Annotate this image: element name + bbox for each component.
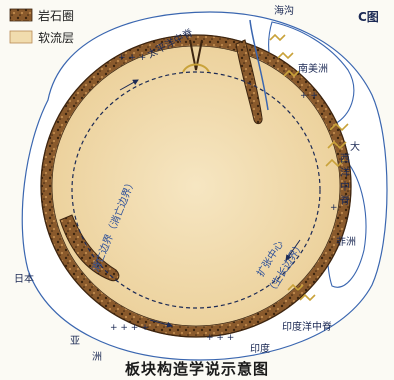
legend-rock-label: 岩石圈: [38, 8, 74, 23]
south-america-label: 南美洲: [298, 62, 328, 75]
figure-caption: 板块构造学说示意图: [0, 358, 394, 379]
svg-text:+ + +: + + +: [206, 333, 234, 343]
asia-label-1: 亚: [70, 336, 80, 347]
africa-label: 非洲: [336, 236, 356, 248]
trench-label: 海沟: [274, 4, 294, 17]
svg-text:+ + +: + + +: [118, 53, 146, 63]
legend-asthenosphere-label: 软流层: [38, 31, 74, 45]
atlantic-ridge-label-1: 大: [350, 140, 360, 153]
atlantic-ridge-label-4: 中: [340, 180, 350, 193]
svg-text:+: +: [330, 203, 338, 213]
japan-label: 日本: [14, 272, 34, 285]
figure-label: C图: [358, 10, 379, 24]
atlantic-ridge-label-2: 西: [340, 154, 350, 165]
indian-ocean-ridge-label: 印度洋中脊: [282, 320, 332, 333]
india-label: 印度: [250, 342, 270, 355]
svg-text:+ + + +: + + + +: [110, 323, 149, 333]
legend-asthenosphere-swatch: [10, 31, 32, 43]
atlantic-ridge-label-3: 洋: [340, 166, 350, 179]
atlantic-ridge-label-5: 脊: [340, 194, 350, 207]
svg-text:+ +: + +: [300, 91, 318, 101]
legend-rock-swatch: [10, 9, 32, 21]
